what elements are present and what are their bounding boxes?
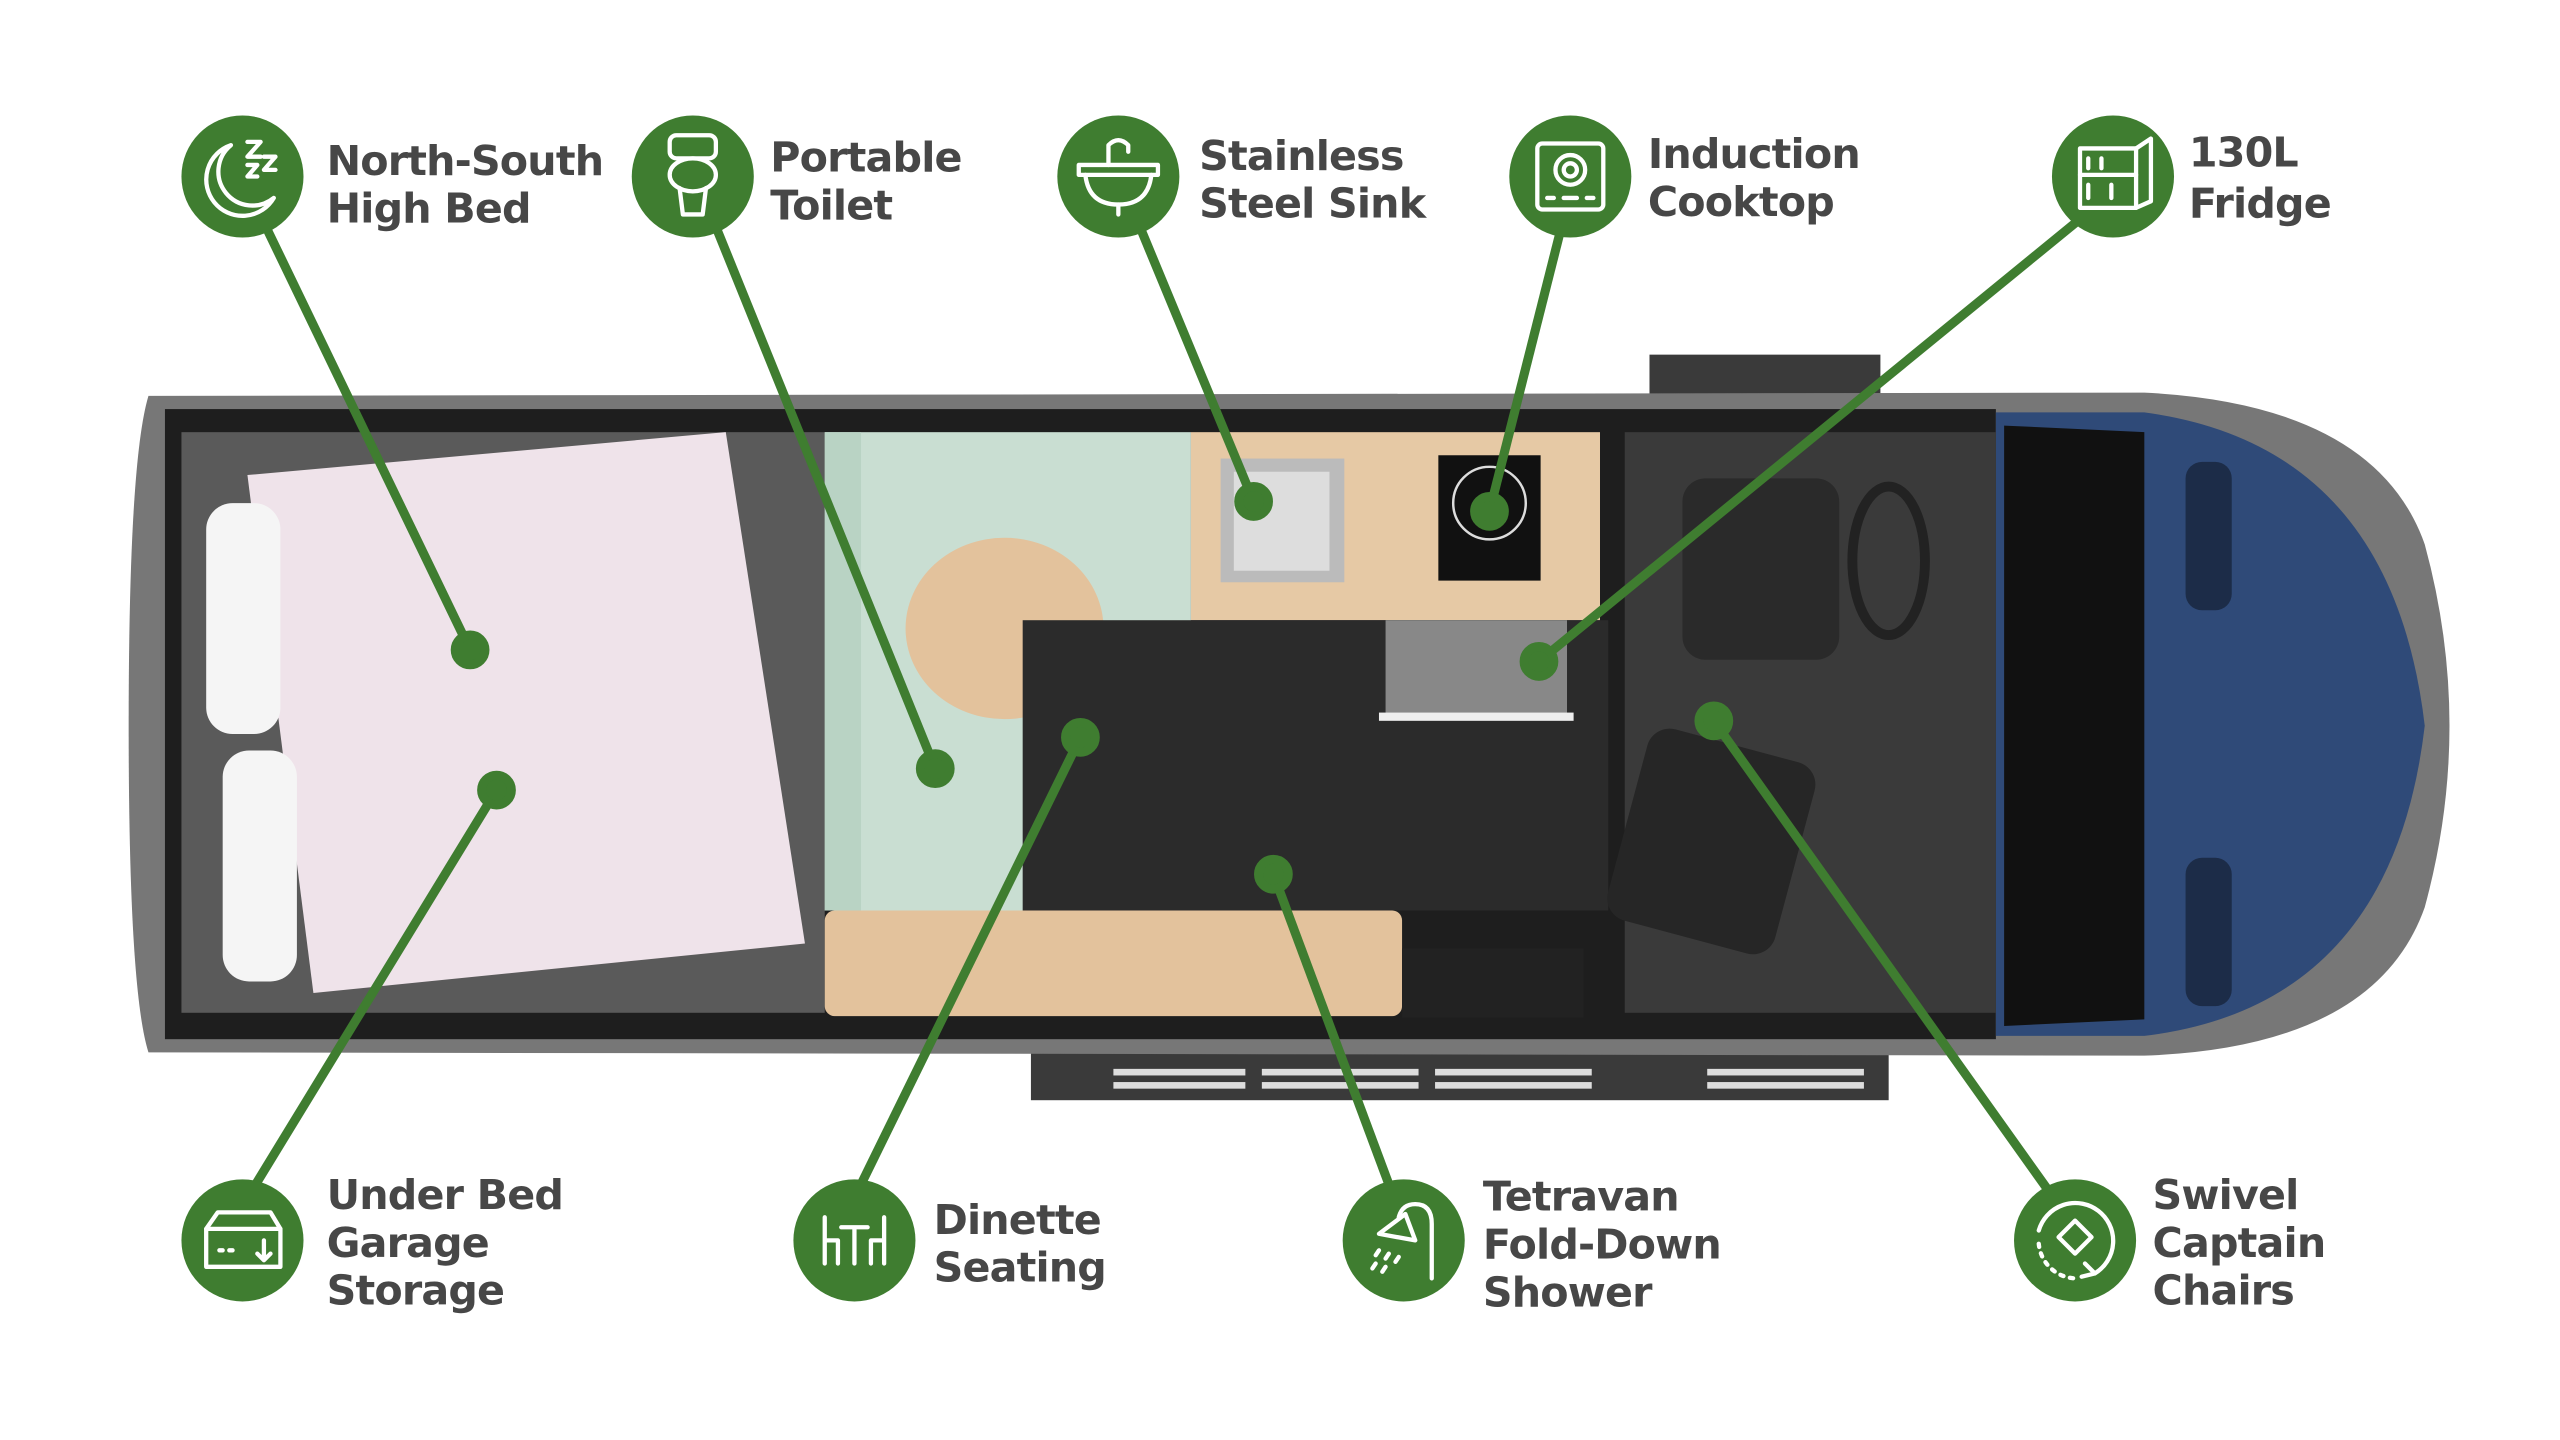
feature-label-line: Stainless: [1199, 132, 1403, 180]
feature-label-line: Portable: [770, 134, 961, 182]
moon-zzz-icon: [204, 139, 278, 218]
leader-lines: [251, 214, 2085, 1194]
cooktop-icon: [1535, 141, 1606, 212]
feature-label-line: Chairs: [2153, 1267, 2294, 1315]
dinette-table-icon: [822, 1215, 887, 1266]
feature-label-line: Induction: [1648, 130, 1860, 178]
swivel-rotate-icon: [2036, 1200, 2116, 1281]
feature-label-line: Tetravan: [1483, 1173, 1679, 1221]
feature-label-line: Shower: [1483, 1268, 1653, 1316]
van-top-view: [128, 354, 2450, 1101]
storage-box-icon: [204, 1210, 283, 1269]
feature-label-line: Fridge: [2189, 180, 2331, 228]
feature-label-line: Steel Sink: [1199, 180, 1428, 228]
feature-label-line: Seating: [934, 1244, 1106, 1292]
feature-label-line: Toilet: [770, 181, 892, 229]
feature-label-line: Under Bed: [327, 1171, 563, 1219]
feature-label-line: Cooktop: [1648, 178, 1834, 226]
feature-label-line: Captain: [2153, 1219, 2326, 1267]
feature-label-line: Dinette: [934, 1196, 1101, 1244]
feature-label-line: High Bed: [327, 185, 531, 233]
feature-label-line: Garage: [327, 1219, 489, 1267]
shower-icon: [1370, 1201, 1434, 1281]
feature-label-line: 130L: [2189, 129, 2299, 177]
feature-label-line: Fold-Down: [1483, 1221, 1721, 1269]
feature-label-line: Storage: [327, 1267, 505, 1315]
fridge-icon: [2077, 136, 2154, 210]
toilet-icon: [667, 133, 719, 217]
sink-faucet-icon: [1076, 138, 1161, 217]
feature-label-line: Swivel: [2153, 1171, 2299, 1219]
feature-label-line: North-South: [327, 137, 604, 185]
